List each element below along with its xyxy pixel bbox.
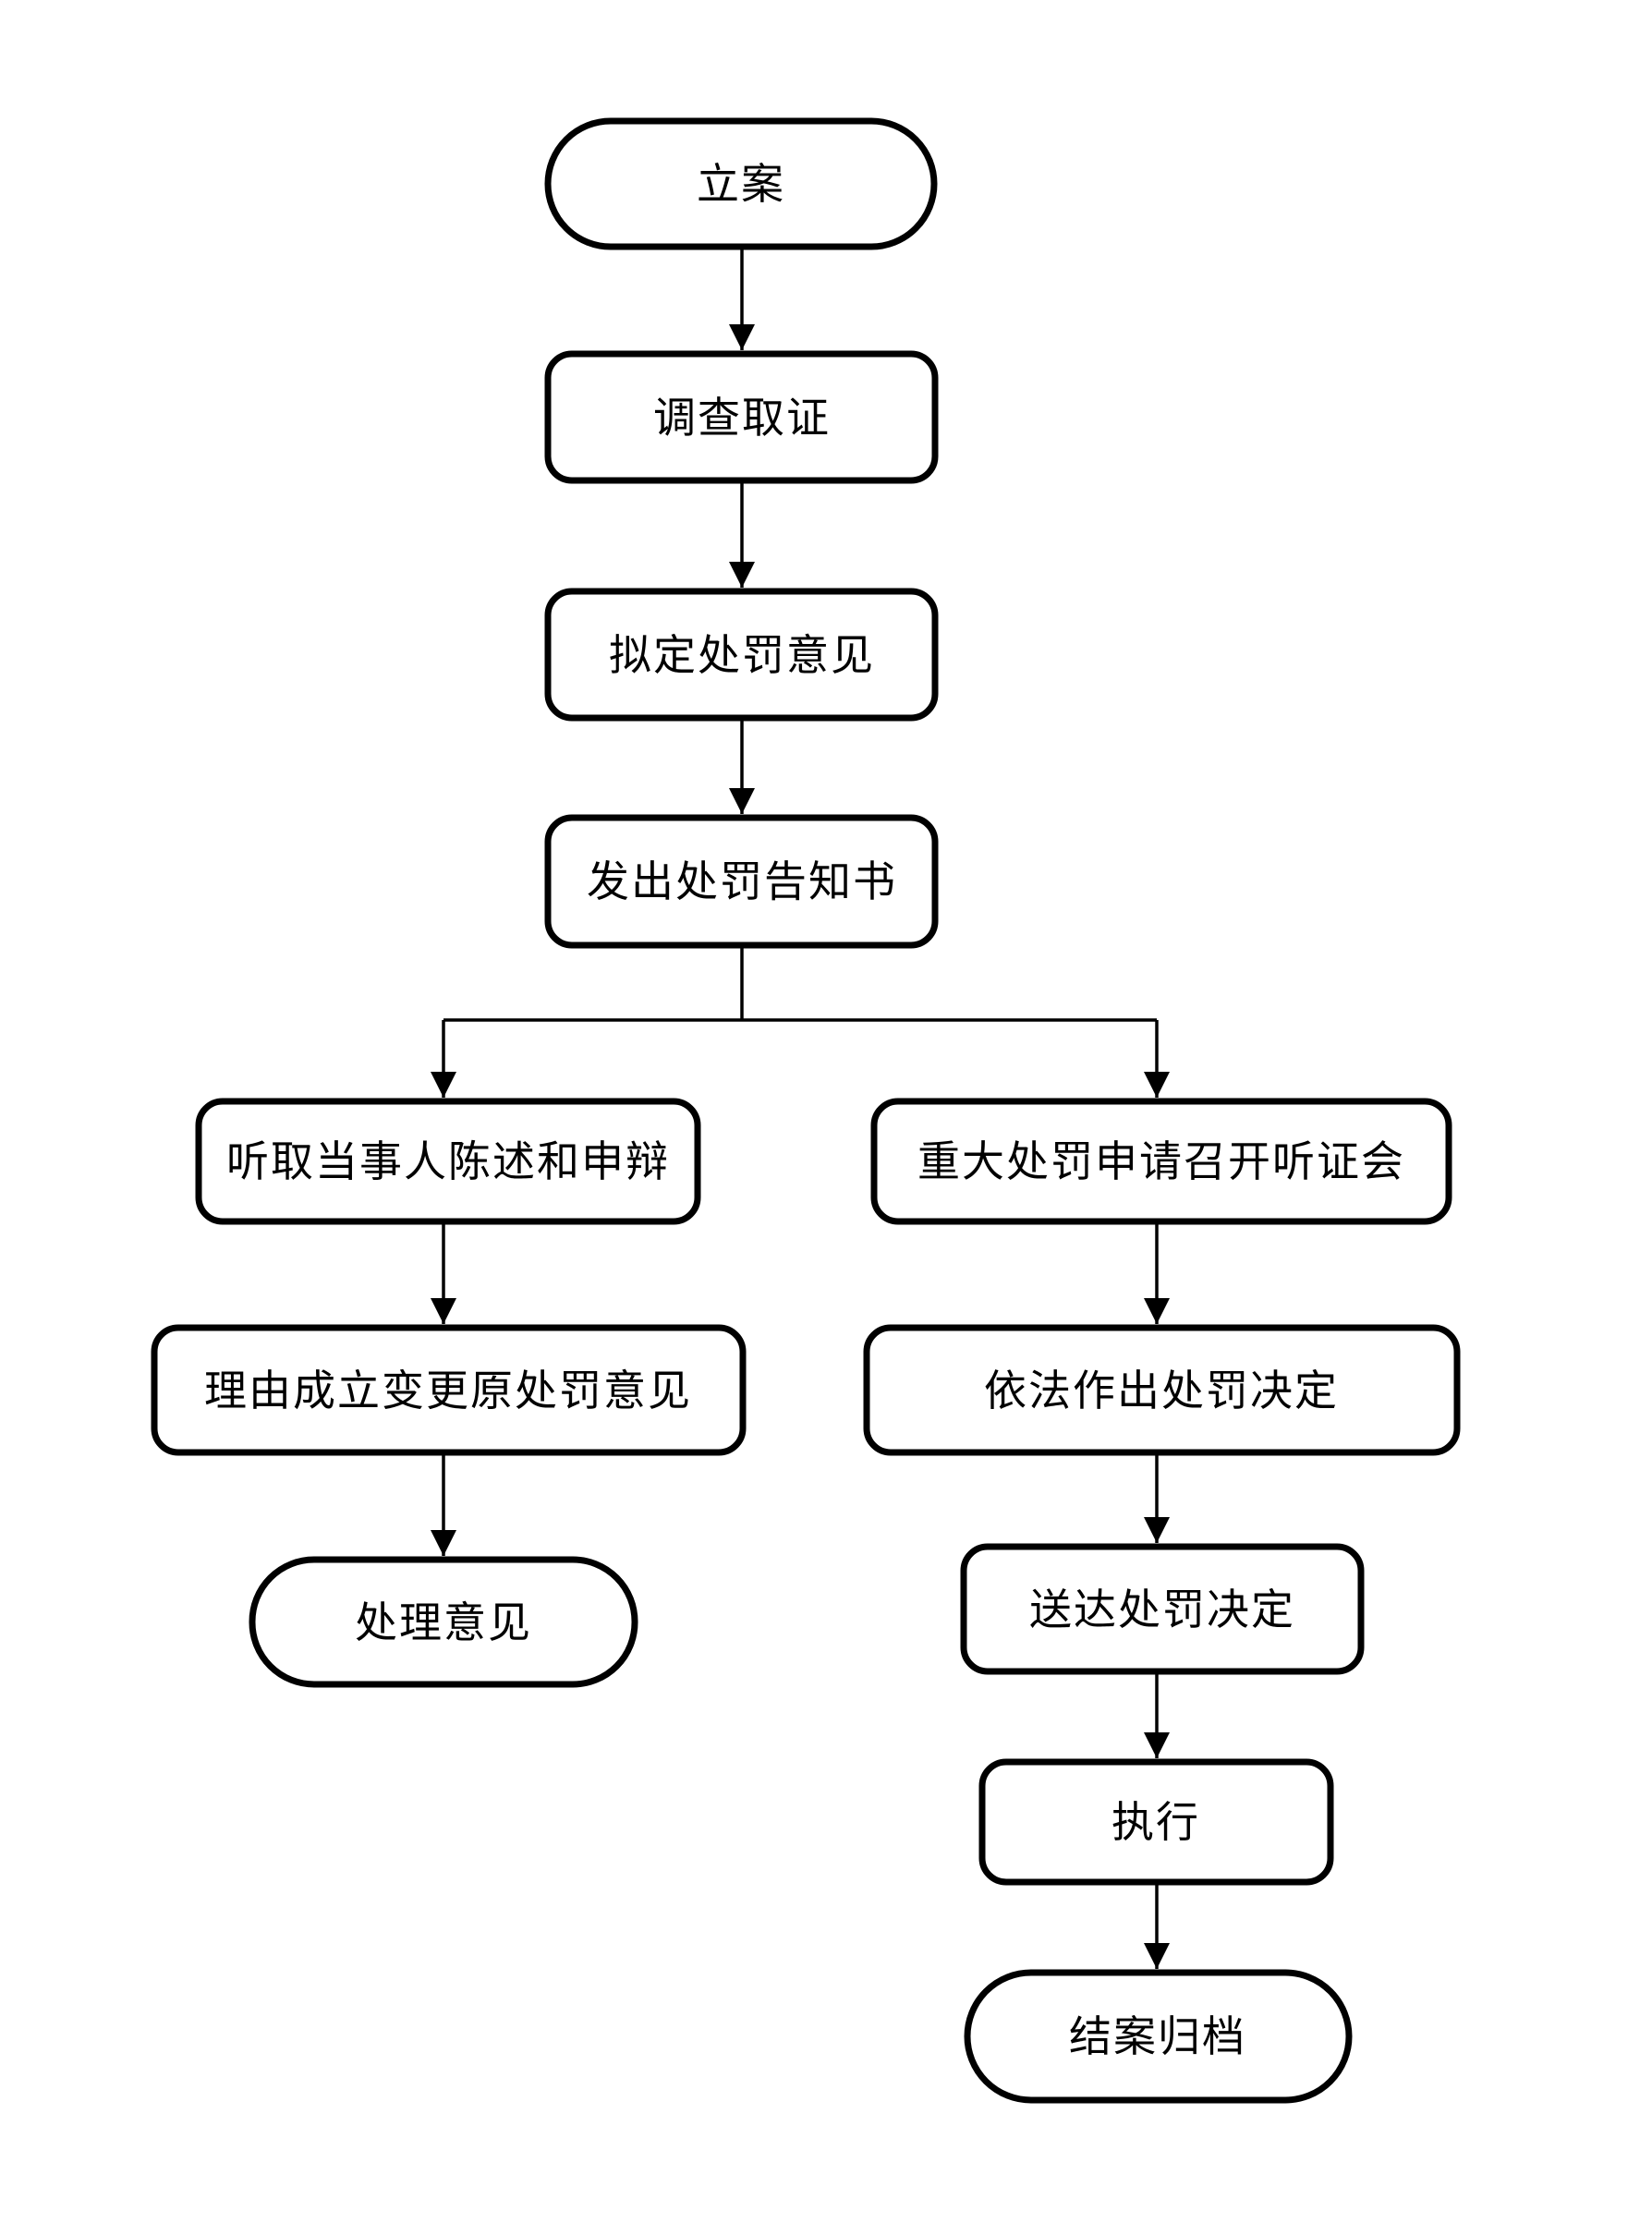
node-draft-opinion-label: 拟定处罚意见 bbox=[609, 632, 875, 679]
node-deliver-decision: 送达处罚决定 bbox=[960, 1543, 1365, 1675]
node-investigate-shape bbox=[544, 350, 939, 484]
node-investigate: 调查取证 bbox=[544, 350, 939, 484]
nodes: 立案 调查取证 拟定处罚意见 发出处罚告知书 听取当事人陈述和申辩 重大处罚申请 bbox=[151, 117, 1461, 2104]
node-handling-opinion-label: 处理意见 bbox=[355, 1599, 532, 1646]
node-start: 立案 bbox=[544, 117, 938, 250]
node-close-archive-label: 结案归档 bbox=[1069, 2013, 1246, 2060]
node-issue-notice: 发出处罚告知书 bbox=[544, 814, 939, 949]
node-start-shape bbox=[544, 117, 938, 250]
node-hold-hearing: 重大处罚申请召开听证会 bbox=[870, 1098, 1452, 1225]
node-hold-hearing-label: 重大处罚申请召开听证会 bbox=[917, 1138, 1405, 1185]
node-handling-opinion-shape bbox=[249, 1556, 638, 1688]
node-hear-statement-label: 听取当事人陈述和申辩 bbox=[226, 1138, 670, 1185]
node-deliver-decision-label: 送达处罚决定 bbox=[1029, 1586, 1295, 1634]
node-draft-opinion-shape bbox=[544, 588, 939, 722]
node-execute: 执行 bbox=[978, 1758, 1334, 1886]
node-execute-label: 执行 bbox=[1111, 1799, 1200, 1846]
node-change-opinion-shape bbox=[151, 1324, 747, 1456]
node-close-archive: 结案归档 bbox=[964, 1969, 1353, 2104]
node-issue-notice-label: 发出处罚告知书 bbox=[587, 858, 897, 905]
node-change-opinion-label: 理由成立变更原处罚意见 bbox=[204, 1367, 692, 1415]
node-draft-opinion: 拟定处罚意见 bbox=[544, 588, 939, 722]
node-make-decision-label: 依法作出处罚决定 bbox=[984, 1367, 1339, 1415]
node-issue-notice-shape bbox=[544, 814, 939, 949]
node-close-archive-shape bbox=[964, 1969, 1353, 2104]
edges bbox=[431, 247, 1170, 1969]
node-investigate-label: 调查取证 bbox=[653, 395, 831, 442]
node-hear-statement-shape bbox=[195, 1098, 701, 1225]
node-change-opinion: 理由成立变更原处罚意见 bbox=[151, 1324, 747, 1456]
node-start-label: 立案 bbox=[697, 161, 785, 208]
node-hold-hearing-shape bbox=[870, 1098, 1452, 1225]
node-handling-opinion: 处理意见 bbox=[249, 1556, 638, 1688]
node-deliver-decision-shape bbox=[960, 1543, 1365, 1675]
edge-branch-junction bbox=[443, 945, 1157, 1022]
node-execute-shape bbox=[978, 1758, 1334, 1886]
node-hear-statement: 听取当事人陈述和申辩 bbox=[195, 1098, 701, 1225]
node-make-decision: 依法作出处罚决定 bbox=[863, 1324, 1461, 1456]
node-make-decision-shape bbox=[863, 1324, 1461, 1456]
